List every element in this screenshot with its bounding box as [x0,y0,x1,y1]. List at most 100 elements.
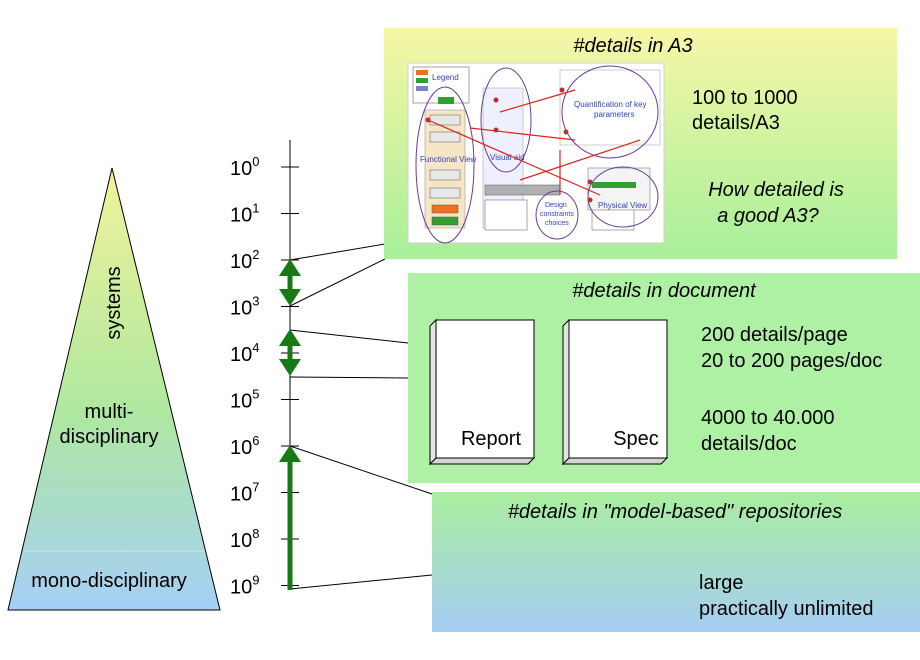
panel-document-line4: details/doc [701,433,797,455]
tick-base: 10 [230,577,252,599]
thumb-red-dots [425,87,593,203]
thumb-design-label-1: Design [545,202,567,209]
thumb-legend-label: Legend [432,73,459,82]
tick-base: 10 [230,298,252,320]
pyramid-label-systems: systems [103,266,125,339]
thumb-red-dot-3 [493,127,499,133]
tick-exponent: 1 [252,201,259,216]
thumb-bottom-block-1 [484,199,528,231]
tick-exponent: 8 [252,526,259,541]
tick-exponent: 6 [252,433,259,448]
thumb-visual-ellipse [480,67,532,173]
pyramid-label-multi: multi- [85,401,134,423]
thumb-legend-chip-1 [416,70,428,75]
thumb-red-link-2 [469,127,576,141]
thumb-design-label-2: constraints [540,211,574,218]
pyramid-label-mono: mono-disciplinary [31,570,187,592]
tick-base: 10 [230,530,252,552]
tick-exponent: 2 [252,247,259,262]
thumb-red-dot-5 [563,129,569,135]
thumb-design-ellipse [535,190,579,240]
panel-a3-title: #details in A3 [573,35,692,57]
tick-exponent: 7 [252,480,259,495]
spec-document-icon: Spec [561,318,669,466]
thumb-functional-block-3 [429,169,461,181]
thumb-quant-label-1: Quantification of key [574,100,646,109]
connector-a3-top [289,243,386,261]
panel-repository-line1: large [699,572,743,594]
thumb-red-link-1 [427,119,601,196]
pyramid-label-disciplinary: disciplinary [60,426,159,448]
thumb-physical-green [592,182,636,188]
tick-exponent: 0 [252,154,259,169]
report-document-icon: Report [428,318,536,466]
thumb-red-dot-1 [425,117,431,123]
range-arrows [279,259,301,590]
axis-tick-label: 106 [230,433,259,459]
connector-repo-bottom [289,574,433,590]
tick-base: 10 [230,205,252,227]
report-label: Report [461,428,521,450]
tick-base: 10 [230,484,252,506]
connector-doc-top [289,329,409,344]
panel-a3-question1: How detailed is [708,179,844,201]
panel-document-title: #details in document [572,280,757,302]
thumb-functional-block-4 [429,187,461,199]
panel-repository-background [432,492,920,632]
connector-repo-top [289,445,433,495]
connector-doc-bottom [289,376,409,379]
axis-tick-label: 101 [230,201,259,227]
thumb-functional-label: Functional View [420,155,477,164]
doc-range-arrow-head-up [279,329,301,346]
panel-a3-line2: details/A3 [692,112,780,134]
connector-a3-bottom [289,258,386,307]
thumb-physical-label: Physical View [598,201,647,210]
thumb-design-label-3: choices [545,220,569,227]
report-side [429,318,437,466]
thumb-top-block [438,97,454,104]
spec-bottom [561,457,669,465]
thumb-red-dot-6 [587,179,593,185]
spec-page [568,319,668,459]
tick-base: 10 [230,158,252,180]
panel-document-line1: 200 details/page [701,324,848,346]
repo-range-arrow-head-up [279,445,301,462]
thumb-functional-block-5 [431,204,459,214]
thumb-legend-chip-2 [416,78,428,83]
axis-tick-label: 103 [230,294,259,320]
tick-exponent: 4 [252,340,259,355]
thumb-red-dot-2 [493,97,499,103]
pyramid-shape [7,167,221,611]
axis-tick-label: 105 [230,387,259,413]
thumb-red-link-3 [499,89,576,113]
axis-tick-label: 109 [230,573,259,599]
tick-base: 10 [230,344,252,366]
spec-side [562,318,570,466]
panel-repository: #details in "model-based" repositories l… [432,492,920,632]
thumb-quant-ellipse [561,65,659,159]
panel-repository-title: #details in "model-based" repositories [508,501,842,523]
thumb-bar-chart [484,184,561,196]
thumb-legend-chip-3 [416,86,428,91]
axis-tick-label: 108 [230,526,259,552]
connector-lines [289,243,433,590]
thumb-physical-area [587,167,651,211]
tick-exponent: 5 [252,387,259,402]
report-page [435,319,535,459]
panel-a3-question2: a good A3? [717,205,819,227]
thumb-quant-label-2: parameters [594,110,634,119]
panel-document: #details in document Report Spec 200 det… [408,273,920,483]
axis-tick-label: 104 [230,340,259,366]
tick-base: 10 [230,391,252,413]
thumb-red-link-4 [519,139,641,181]
panel-a3: #details in A3 Legend Functional View Vi… [384,28,897,259]
doc-range-arrow-head-down [279,359,301,376]
a3-range-arrow-head-up [279,259,301,276]
pyramid: systems multi- disciplinary mono-discipl… [7,167,221,611]
thumb-quant-area [559,69,661,146]
a3-thumbnail: Legend Functional View Visual aid Quanti… [407,62,665,244]
axis-tick-label: 107 [230,480,259,506]
